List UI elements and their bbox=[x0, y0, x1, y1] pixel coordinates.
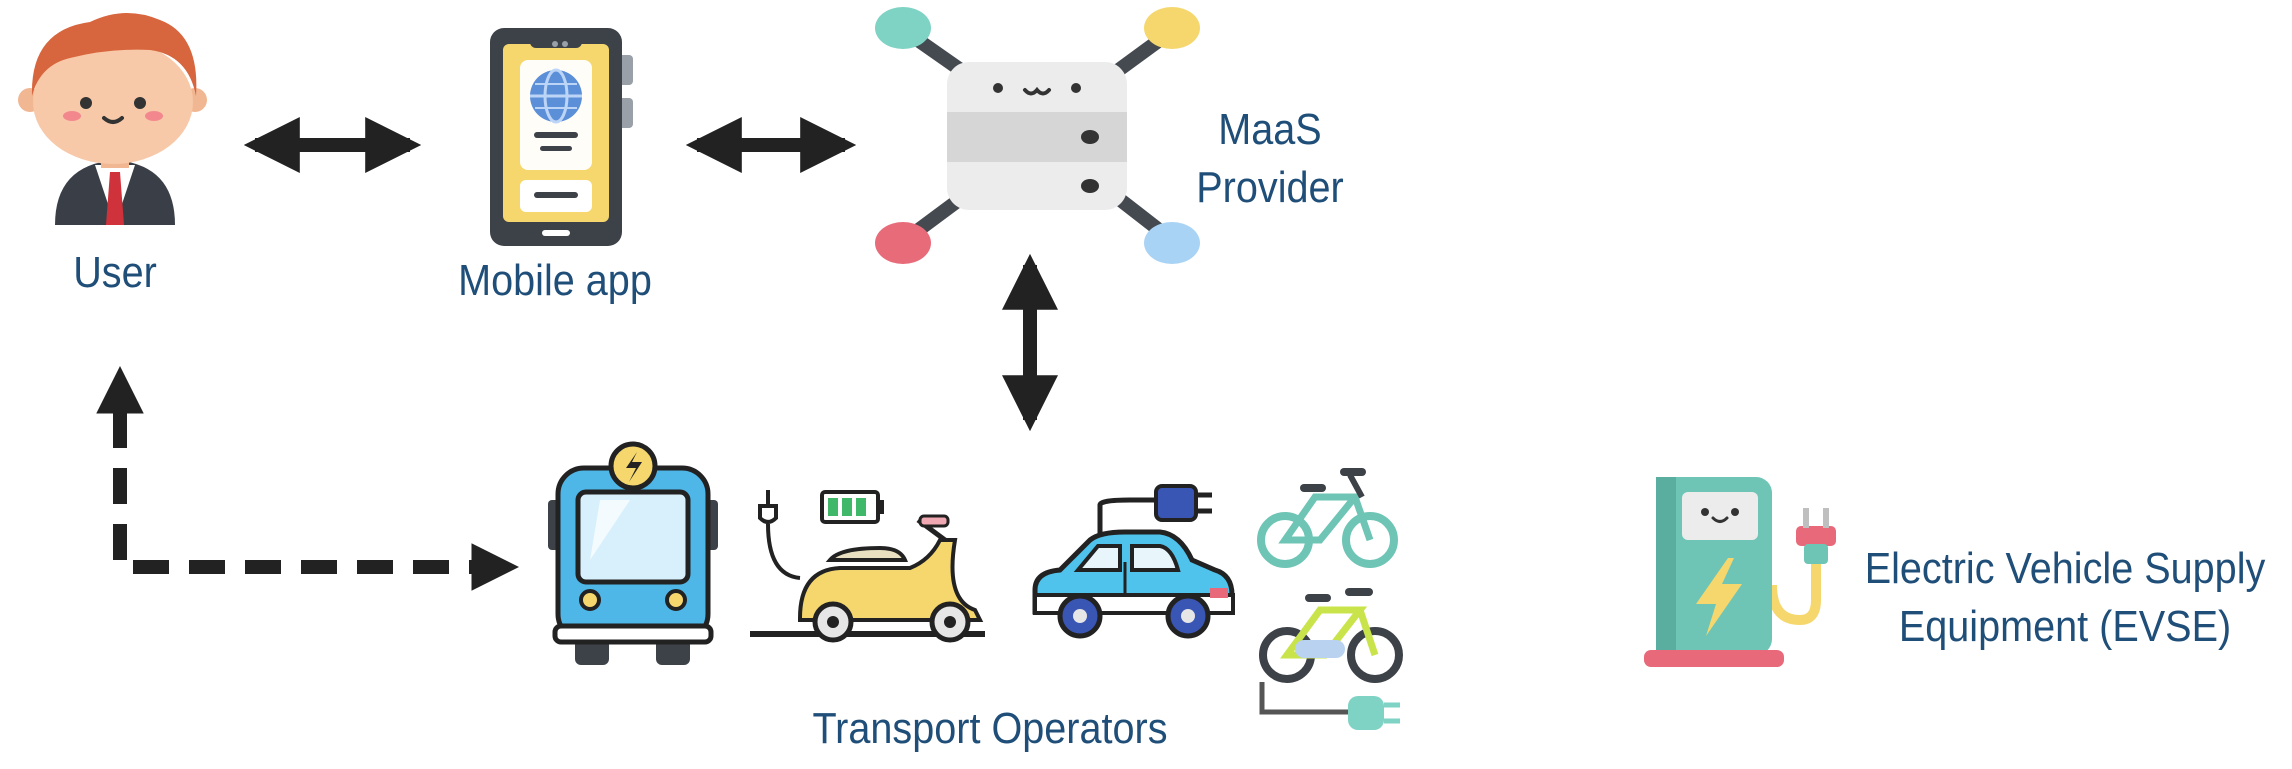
electric-car-icon bbox=[1032, 484, 1235, 639]
bicycle-icon bbox=[1257, 468, 1398, 568]
user-label: User bbox=[66, 244, 165, 302]
maas-provider-label-line1: MaaS bbox=[1218, 105, 1322, 154]
electric-scooter-icon bbox=[750, 490, 985, 643]
maas-provider-label: MaaS Provider bbox=[1189, 101, 1351, 217]
transport-operators-label-text: Transport Operators bbox=[812, 704, 1168, 753]
evse-label-line2: Equipment (EVSE) bbox=[1898, 602, 2232, 651]
user-label-text: User bbox=[73, 248, 157, 297]
mobile-app-label: Mobile app bbox=[452, 252, 659, 310]
user-avatar-icon bbox=[18, 12, 207, 225]
server-hub-icon bbox=[875, 7, 1200, 264]
smartphone-icon bbox=[490, 28, 633, 246]
ev-charger-icon bbox=[1644, 477, 1836, 667]
evse-label-line1: Electric Vehicle Supply bbox=[1864, 544, 2266, 593]
transport-operators-label: Transport Operators bbox=[801, 700, 1179, 758]
evse-label: Electric Vehicle Supply Equipment (EVSE) bbox=[1854, 540, 2277, 656]
mobile-app-label-text: Mobile app bbox=[458, 256, 652, 305]
electric-bus-icon bbox=[548, 441, 718, 665]
dashed-arrow-transport-user bbox=[96, 366, 519, 591]
electric-bicycle-icon bbox=[1259, 588, 1403, 730]
maas-provider-label-line2: Provider bbox=[1196, 163, 1344, 212]
